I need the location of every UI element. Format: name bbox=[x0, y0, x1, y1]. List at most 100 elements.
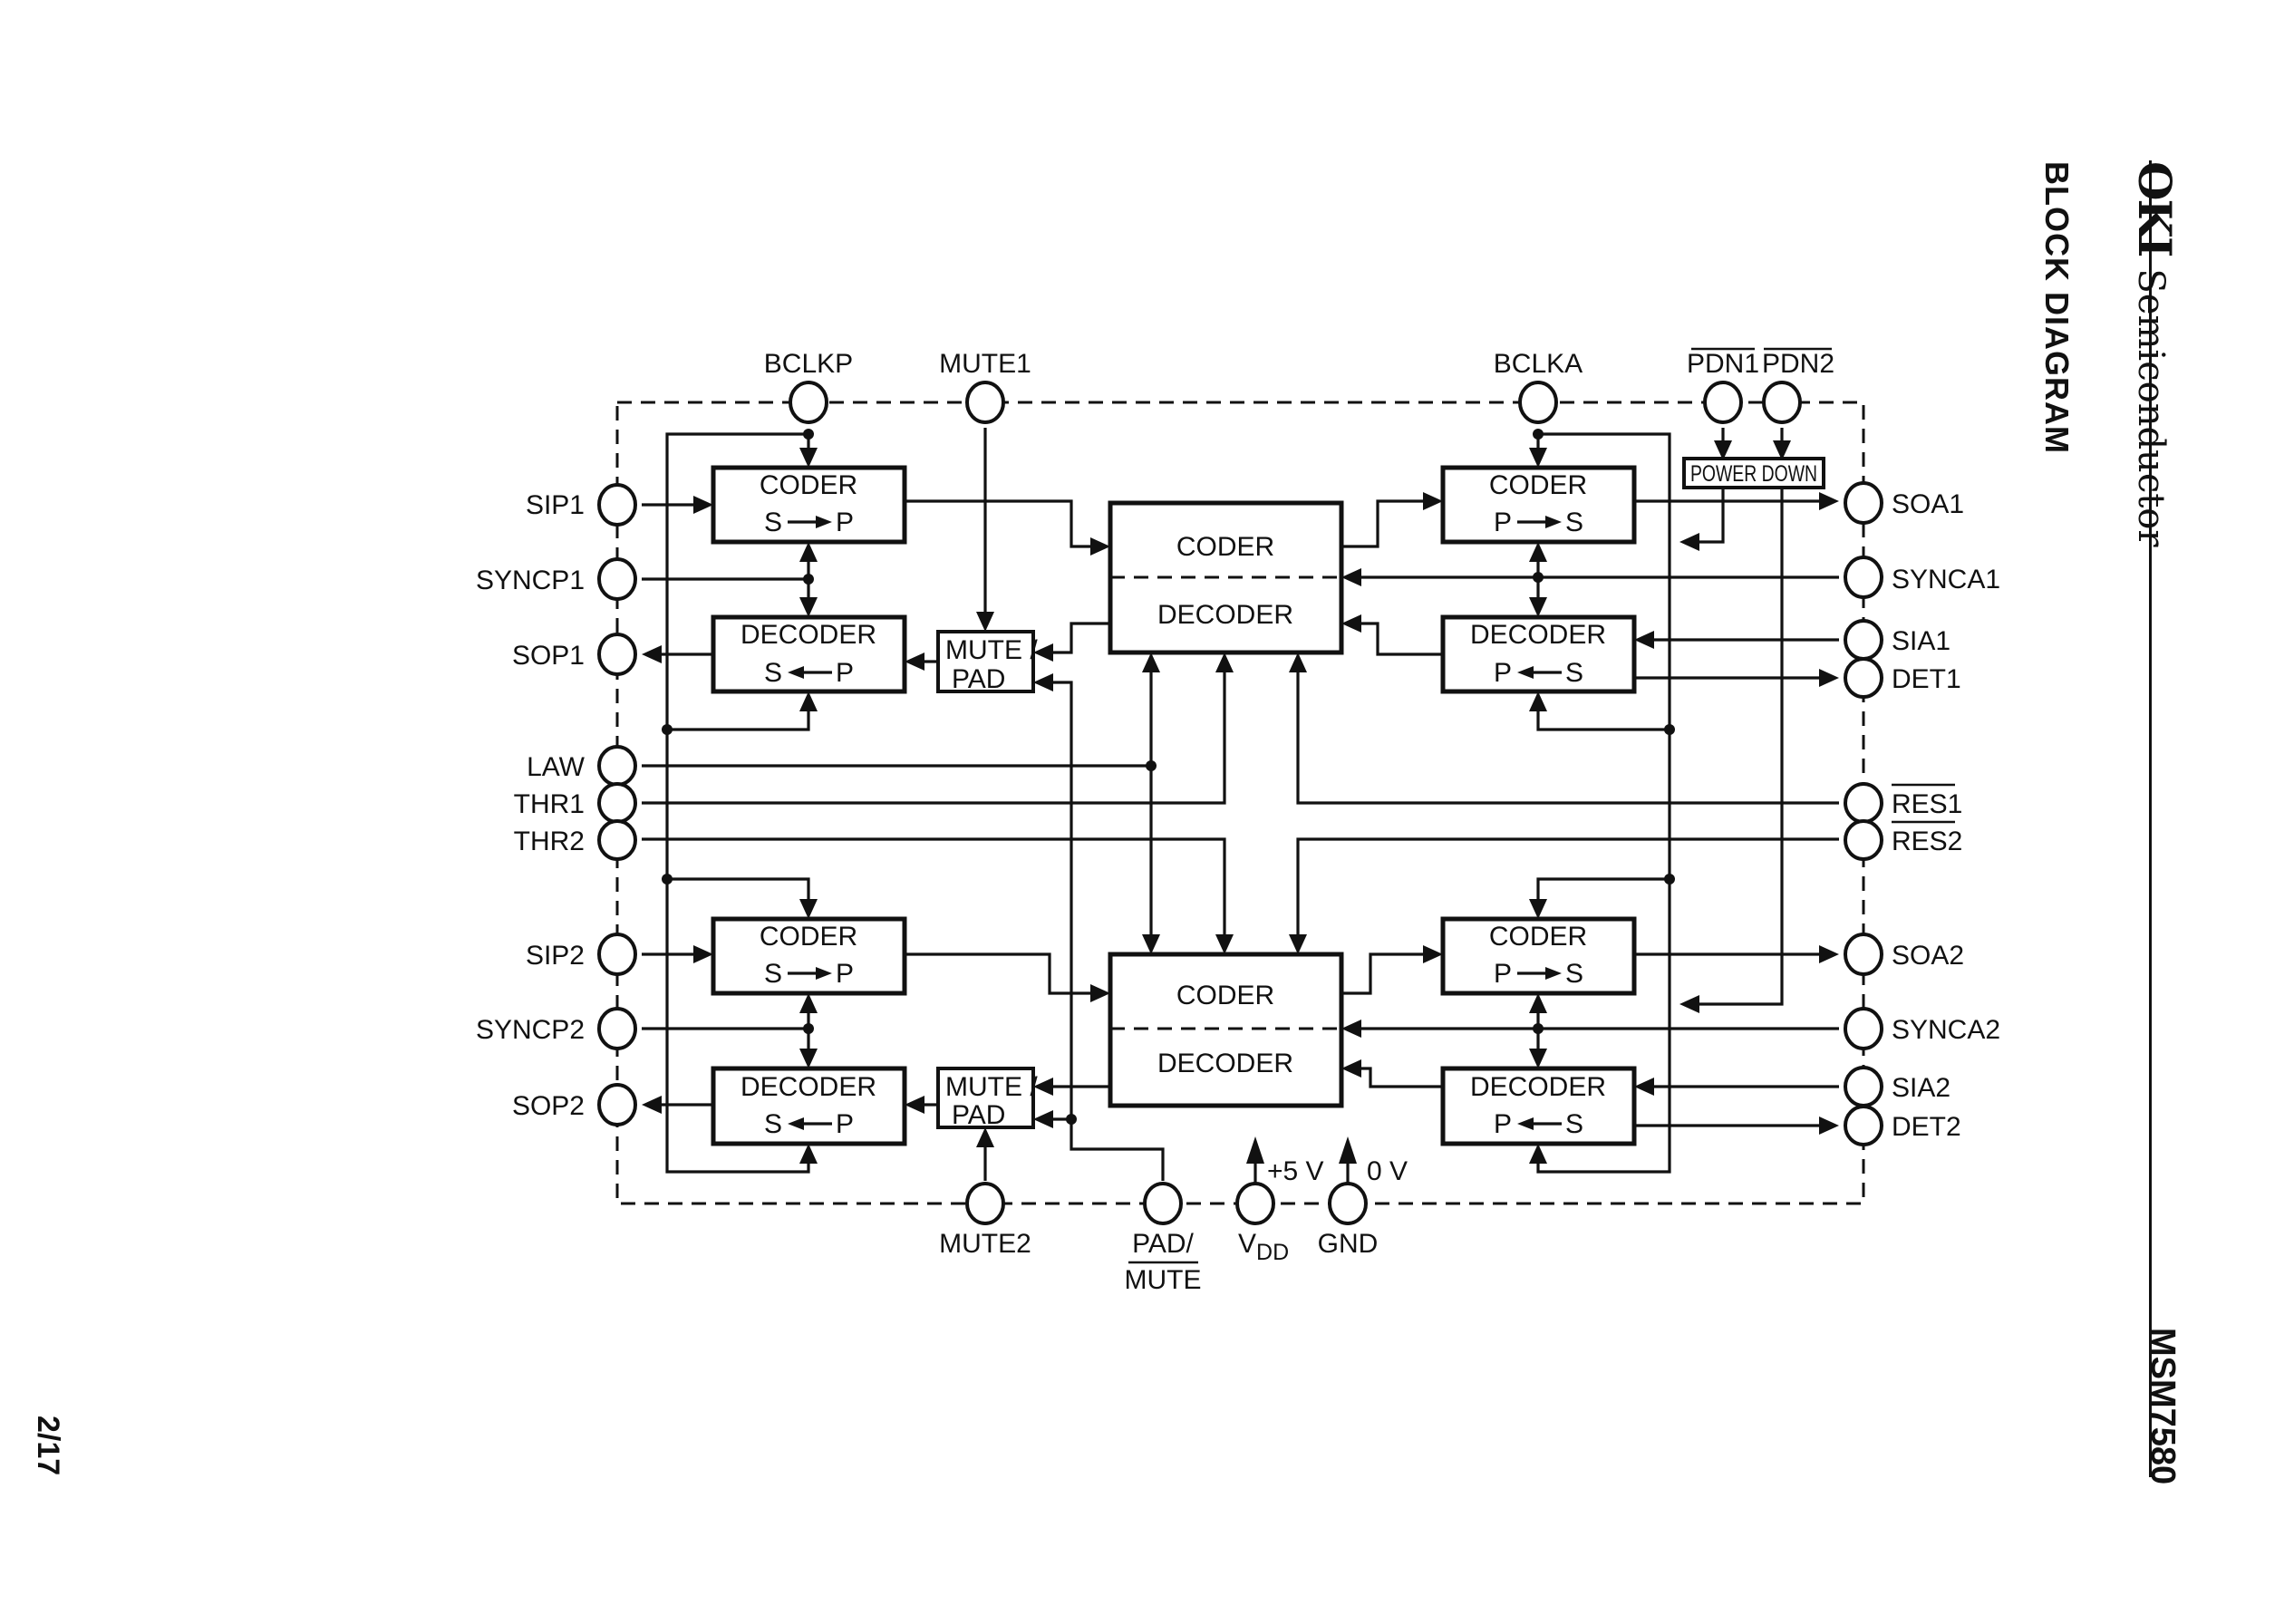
pin-circle bbox=[1844, 1007, 1883, 1050]
arrow-left-icon bbox=[1517, 1117, 1534, 1130]
pin-label: LAW bbox=[527, 752, 586, 782]
pin-syncp1: SYNCP1 bbox=[476, 557, 637, 601]
arrow-up-icon bbox=[1339, 1136, 1357, 1164]
wire-codec2-coderps2 bbox=[1341, 952, 1428, 995]
block-coder-ps-2: CODER P S bbox=[1440, 916, 1637, 996]
block-from: S bbox=[764, 1109, 782, 1139]
wire-padmute-vert bbox=[1050, 681, 1073, 1121]
pin-label: THR2 bbox=[514, 826, 585, 856]
junction-dot bbox=[662, 874, 673, 884]
block-from: P bbox=[1494, 508, 1512, 537]
block-from: S bbox=[764, 658, 782, 688]
block-frame bbox=[711, 1066, 907, 1146]
pin-circle bbox=[1235, 1182, 1275, 1225]
pin-label: SIA2 bbox=[1892, 1073, 1950, 1103]
pin-label-main: V bbox=[1238, 1229, 1256, 1259]
pin-circle bbox=[597, 1007, 637, 1050]
block-to: S bbox=[1565, 508, 1583, 537]
mute-pad-line2: PAD bbox=[952, 664, 1005, 694]
arrow-up-icon bbox=[1529, 1144, 1547, 1164]
pin-sip2: SIP2 bbox=[526, 933, 637, 976]
block-from: S bbox=[764, 508, 782, 537]
pin-sip1: SIP1 bbox=[526, 483, 637, 527]
arrow-up-icon bbox=[799, 542, 818, 562]
arrow-right-icon bbox=[1819, 669, 1839, 687]
pin-label: DET2 bbox=[1892, 1112, 1961, 1142]
arrow-down-icon bbox=[1529, 597, 1547, 617]
junction-dot bbox=[1533, 1023, 1544, 1034]
pin-label: VDD bbox=[1238, 1229, 1289, 1265]
wire-decps1-codec bbox=[1357, 622, 1443, 656]
block-frame bbox=[1440, 916, 1637, 996]
pin-label: THR1 bbox=[514, 789, 585, 819]
pin-res1: RES1 bbox=[1844, 782, 1962, 824]
arrow-up-icon bbox=[1142, 652, 1160, 672]
pin-bclka: BCLKA bbox=[1494, 349, 1583, 424]
arrow-right-icon bbox=[1545, 516, 1562, 528]
arrow-left-icon bbox=[788, 1117, 804, 1130]
pin-label: SYNCA2 bbox=[1892, 1015, 2000, 1045]
block-title: CODER bbox=[1489, 922, 1587, 952]
pin-circle bbox=[597, 745, 637, 787]
block-frame bbox=[936, 630, 1035, 693]
pin-label: MUTE2 bbox=[939, 1229, 1031, 1259]
block-coder-sp-1: CODER S P bbox=[711, 465, 907, 545]
pin-label: SYNCP2 bbox=[476, 1015, 585, 1045]
junction-dot bbox=[803, 1023, 814, 1034]
arrow-down-icon bbox=[1529, 1049, 1547, 1068]
pin-pdn1: PDN1 bbox=[1687, 347, 1759, 424]
arrow-right-icon bbox=[1423, 492, 1443, 510]
arrow-down-icon bbox=[1289, 934, 1307, 954]
wire-bclka-dec1 bbox=[1536, 698, 1670, 731]
arrow-down-icon bbox=[799, 597, 818, 617]
arrow-left-icon bbox=[1033, 673, 1053, 691]
arrow-left-icon bbox=[1634, 631, 1654, 649]
block-title: DECODER bbox=[1470, 1072, 1606, 1102]
codec-decoder-label: DECODER bbox=[1157, 1049, 1293, 1078]
pin-thr1: THR1 bbox=[514, 782, 637, 824]
pin-label: SIP2 bbox=[526, 941, 585, 971]
wire-bclkp-bus bbox=[665, 432, 810, 1174]
pin-circle bbox=[789, 381, 828, 424]
block-codec-2: CODER DECODER bbox=[1108, 952, 1344, 1108]
arrow-down-icon bbox=[799, 899, 818, 919]
wire-thr1 bbox=[642, 668, 1226, 805]
block-title: DECODER bbox=[740, 1072, 876, 1102]
pin-label-sub: DD bbox=[1256, 1240, 1289, 1265]
pin-gnd: GND 0 V bbox=[1318, 1156, 1408, 1259]
block-to: P bbox=[836, 1109, 854, 1139]
pin-label-line1: PAD/ bbox=[1132, 1229, 1194, 1259]
junction-dot bbox=[1533, 572, 1544, 583]
block-power-down: POWER DOWN bbox=[1682, 457, 1825, 489]
arrow-left-icon bbox=[642, 1096, 662, 1114]
junction-dot bbox=[1066, 1114, 1077, 1125]
arrow-up-icon bbox=[1529, 691, 1547, 711]
wire-pd-out1 bbox=[1695, 488, 1725, 544]
junctions bbox=[662, 429, 1675, 1125]
pin-circle bbox=[1703, 381, 1743, 424]
pin-label: BCLKA bbox=[1494, 349, 1583, 379]
arrow-down-icon bbox=[1215, 934, 1234, 954]
pin-circle bbox=[1762, 381, 1802, 424]
pin-circle bbox=[965, 1182, 1005, 1225]
pin-label: SOP2 bbox=[512, 1091, 585, 1121]
arrow-up-icon bbox=[799, 1144, 818, 1164]
codec-decoder-label: DECODER bbox=[1157, 600, 1293, 630]
pin-circle bbox=[597, 633, 637, 676]
block-codec-1: CODER DECODER bbox=[1108, 500, 1344, 655]
wire-decps2-codec bbox=[1357, 1067, 1443, 1088]
wire-codec-mutepad1 bbox=[1050, 622, 1110, 654]
arrow-down-icon bbox=[1529, 448, 1547, 468]
pin-label: RES1 bbox=[1892, 789, 1962, 819]
header-rule bbox=[2149, 160, 2152, 1477]
arrow-left-icon bbox=[642, 645, 662, 663]
arrow-left-icon bbox=[1517, 666, 1534, 679]
pin-sop1: SOP1 bbox=[512, 633, 637, 676]
arrow-down-icon bbox=[799, 1049, 818, 1068]
wire-bclka-coder2 bbox=[1536, 877, 1670, 906]
block-decoder-sp-2: DECODER S P bbox=[711, 1066, 907, 1146]
block-from: P bbox=[1494, 959, 1512, 989]
block-title: DECODER bbox=[740, 620, 876, 650]
pin-label: MUTE1 bbox=[939, 349, 1031, 379]
